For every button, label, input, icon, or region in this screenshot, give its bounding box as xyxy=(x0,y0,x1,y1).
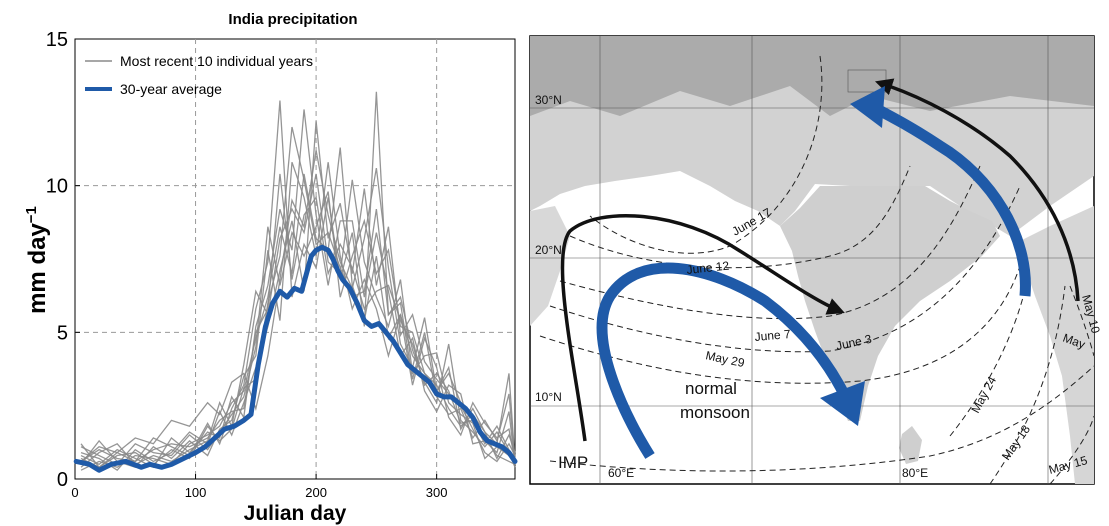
normal-label: normal xyxy=(685,379,737,398)
x-tick-label: 300 xyxy=(426,485,448,500)
lat-label-20n: 20°N xyxy=(535,243,562,257)
legend: Most recent 10 individual years 30-year … xyxy=(85,53,313,97)
normal-monsoon-arrow[interactable] xyxy=(596,262,850,459)
northeast-black-arrow[interactable] xyxy=(875,78,1080,302)
series-line-30-year-average xyxy=(73,244,518,473)
lat-label-10n: 10°N xyxy=(535,390,562,404)
y-axis-label-main: mm day xyxy=(24,223,51,314)
lon-label-80e: 80°E xyxy=(902,466,928,480)
map-india-peninsula xyxy=(780,186,1000,421)
x-tick-labels: 0 100 200 300 xyxy=(71,474,447,500)
series-line-individual-year-10 xyxy=(80,173,516,465)
isochrone-label-june7: June 7 xyxy=(754,327,791,344)
series-layer xyxy=(73,91,518,473)
y-tick-labels: 0 5 10 15 xyxy=(46,29,80,491)
x-tick-label: 0 xyxy=(71,485,78,500)
imp-arrow[interactable] xyxy=(560,214,845,442)
monsoon-onset-map: 30°N 20°N 10°N 60°E 80°E June 17 June 12… xyxy=(529,35,1103,485)
y-tick-label: 5 xyxy=(57,322,68,344)
grid xyxy=(75,39,515,479)
northeast-blue-arrowhead xyxy=(850,86,885,128)
y-axis-label: mm day−1 xyxy=(23,206,51,314)
map-isochrones xyxy=(539,55,1095,485)
lat-label-30n: 30°N xyxy=(535,93,562,107)
imp-label: IMP xyxy=(558,453,588,472)
northeast-blue-arrow[interactable] xyxy=(872,103,1031,297)
precipitation-chart: India precipitation 0 100 200 300 0 5 10 15 Ju… xyxy=(23,11,518,525)
legend-label-individual: Most recent 10 individual years xyxy=(120,53,313,69)
x-tick-label: 100 xyxy=(185,485,207,500)
normal-monsoon-arrowhead xyxy=(820,381,865,426)
monsoon-label: monsoon xyxy=(680,403,750,422)
y-tick-label: 10 xyxy=(46,176,68,198)
legend-label-average: 30-year average xyxy=(120,81,222,97)
map-sri-lanka xyxy=(899,426,922,464)
y-tick-label: 15 xyxy=(46,29,68,51)
y-tick-label: 0 xyxy=(57,469,68,491)
chart-title: India precipitation xyxy=(228,11,357,28)
map-himalaya-shade xyxy=(530,36,1094,116)
map-arabia xyxy=(530,206,570,326)
y-axis-label-sup: −1 xyxy=(23,206,40,223)
plot-frame xyxy=(74,38,516,480)
x-tick-label: 200 xyxy=(305,485,327,500)
x-axis-label: Julian day xyxy=(244,502,347,525)
lon-label-60e: 60°E xyxy=(608,466,634,480)
isochrone-label-june12: June 12 xyxy=(686,259,730,277)
